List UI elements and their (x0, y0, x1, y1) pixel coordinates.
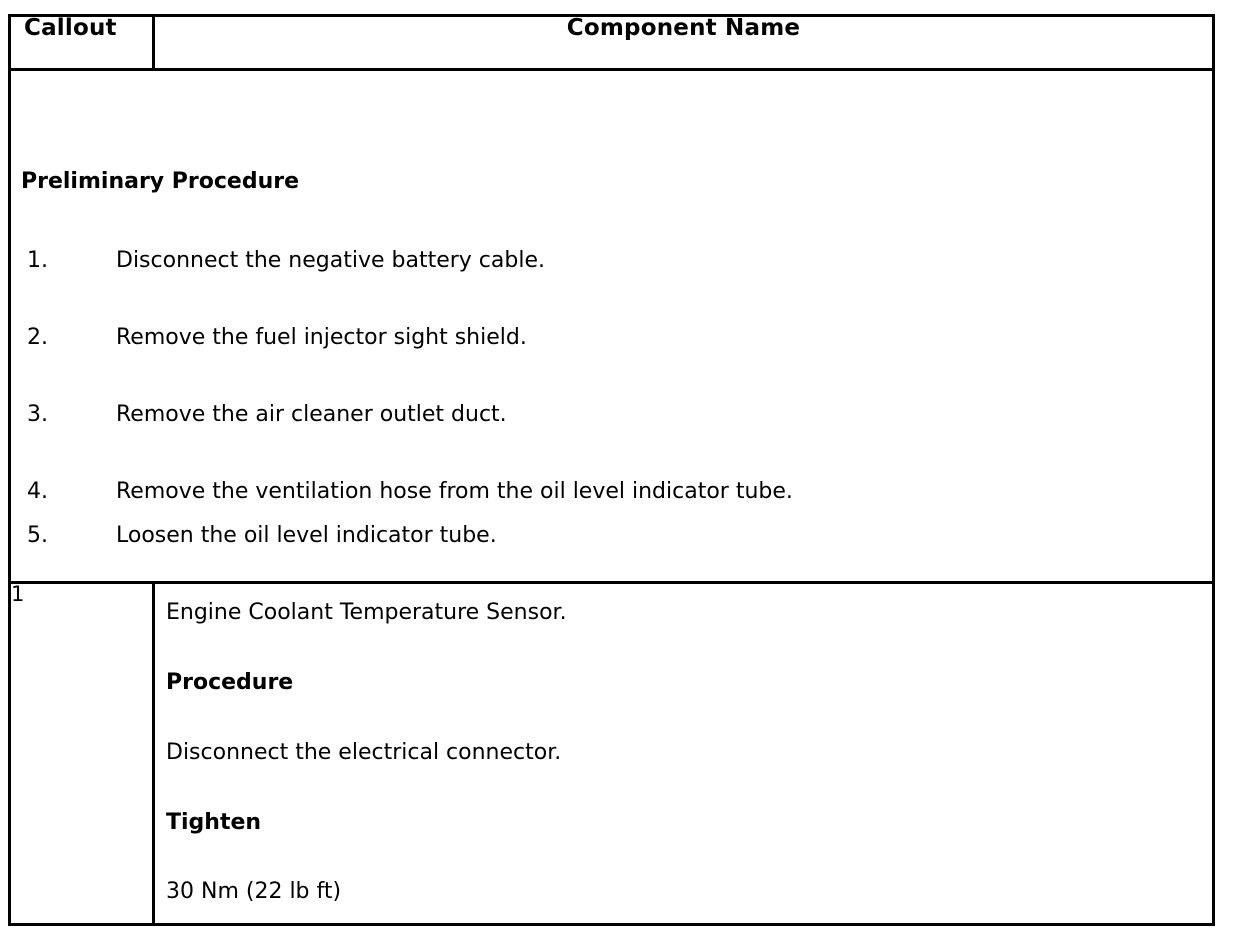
tighten-heading: Tighten (166, 810, 262, 835)
procedure-heading: Procedure (166, 670, 294, 695)
step-text: Disconnect the negative battery cable. (116, 248, 545, 273)
column-header-component-name: Component Name (566, 15, 801, 41)
preliminary-procedure-title: Preliminary Procedure (21, 169, 300, 194)
service-procedure-table: Callout Component Name Preliminary Proce… (8, 14, 1215, 926)
preliminary-procedure-cell: Preliminary Procedure 1. Disconnect the … (8, 68, 1215, 584)
preliminary-procedure-row: Preliminary Procedure 1. Disconnect the … (8, 68, 1215, 584)
step-text: Remove the ventilation hose from the oil… (116, 479, 793, 504)
callout-cell: 1 (8, 581, 155, 926)
step-number: 4. (27, 479, 48, 504)
column-header-callout: Callout (24, 15, 117, 41)
step-text: Remove the air cleaner outlet duct. (116, 402, 507, 427)
component-detail-cell: Engine Coolant Temperature Sensor. Proce… (152, 581, 1215, 926)
callout-number: 1 (11, 582, 25, 606)
procedure-step-text: Disconnect the electrical connector. (166, 740, 562, 765)
header-cell-callout: Callout (8, 14, 155, 71)
step-number: 2. (27, 325, 48, 350)
component-name-text: Engine Coolant Temperature Sensor. (166, 600, 567, 625)
step-text: Loosen the oil level indicator tube. (116, 523, 497, 548)
step-number: 5. (27, 523, 48, 548)
step-text: Remove the fuel injector sight shield. (116, 325, 527, 350)
step-number: 1. (27, 248, 48, 273)
header-cell-component-name: Component Name (152, 14, 1215, 71)
table-row: 1 Engine Coolant Temperature Sensor. Pro… (8, 581, 1215, 926)
torque-specification: 30 Nm (22 lb ft) (166, 879, 342, 904)
table-header-row: Callout Component Name (8, 14, 1215, 71)
step-number: 3. (27, 402, 48, 427)
